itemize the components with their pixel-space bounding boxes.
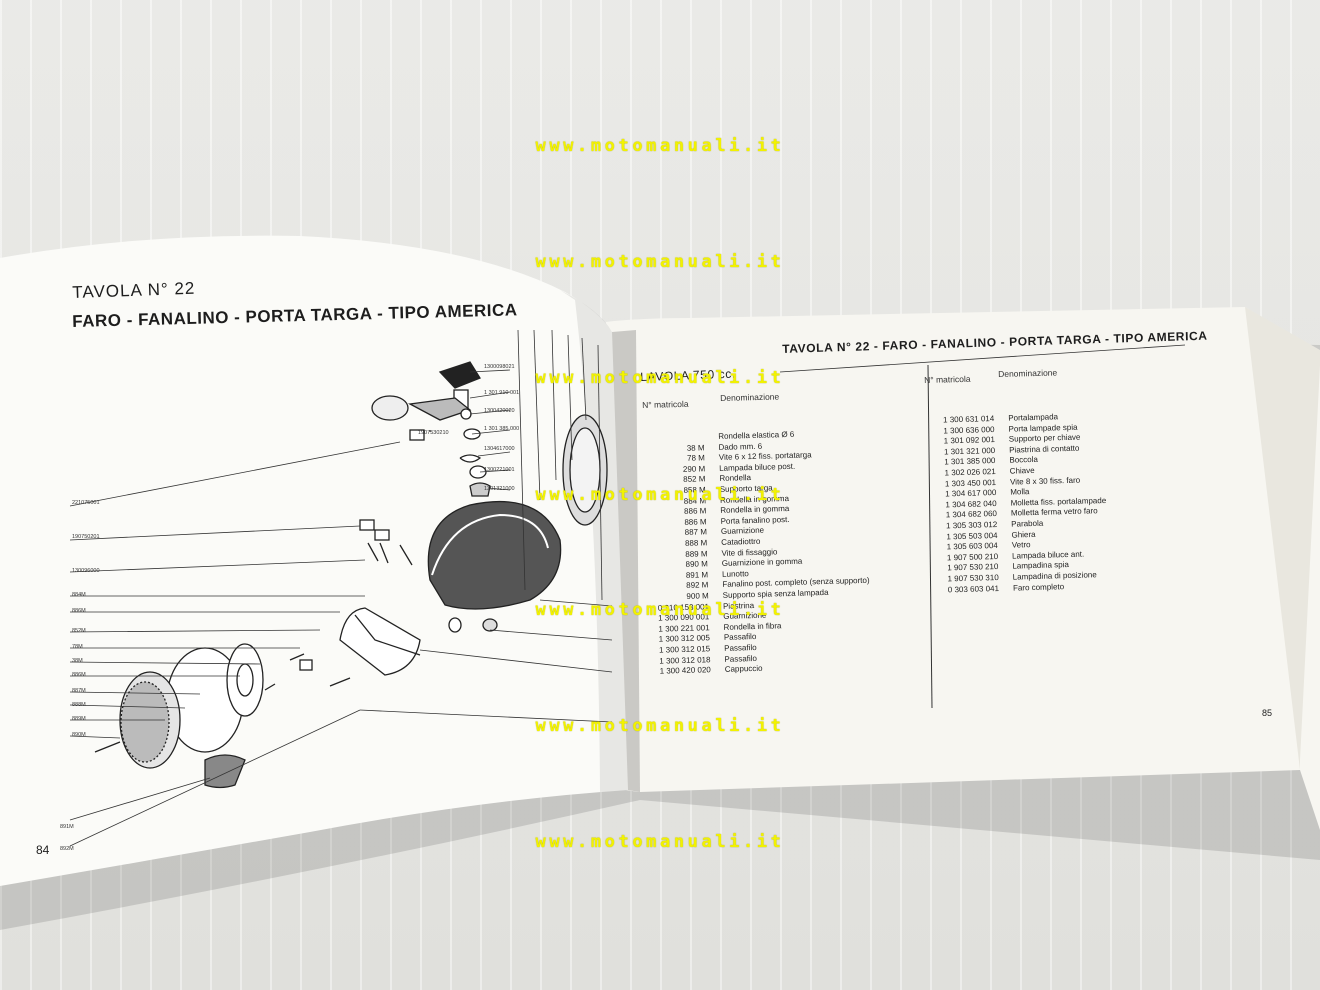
callout-label: 1304617000 <box>484 446 515 452</box>
callout-label: 190750201 <box>72 534 100 540</box>
watermark-7: www.motomanuali.it <box>535 832 785 852</box>
right-page-number: 85 <box>1262 708 1273 718</box>
watermark-4: www.motomanuali.it <box>535 485 785 505</box>
watermark-5: www.motomanuali.it <box>535 600 785 620</box>
callout-label: 890M <box>72 732 86 738</box>
callout-label: 1300221001 <box>484 467 515 473</box>
callout-label: 1907530210 <box>418 430 449 436</box>
right-page-sheet <box>606 307 1320 830</box>
callout-label: 891M <box>60 824 74 830</box>
parts-table-row: 0 303 603 041 Faro completo <box>929 576 1065 598</box>
callout-label: 892M <box>60 846 74 852</box>
callout-label: 888M <box>72 702 86 708</box>
callout-label: 884M <box>72 592 86 598</box>
callout-label: 1300098021 <box>484 364 515 370</box>
watermark-3: www.motomanuali.it <box>535 368 785 388</box>
callout-label: 886M <box>72 672 86 678</box>
part-description: Faro completo <box>1012 581 1065 593</box>
left-page-number: 84 <box>36 843 50 857</box>
callout-leader-lines <box>69 329 613 847</box>
callout-label: 886M <box>72 608 86 614</box>
watermark-2: www.motomanuali.it <box>535 252 785 272</box>
part-number: 0 303 603 041 <box>947 583 1000 594</box>
callout-label: 1 301 385 000 <box>484 426 520 432</box>
parts-table-row: 1 300 420 020 Cappuccio <box>651 658 763 679</box>
callout-label: 78M <box>72 644 83 650</box>
callout-label: 887M <box>72 688 86 694</box>
col-denominazione-left: Denominazione <box>720 391 780 403</box>
part-number: 1 300 420 020 <box>659 665 711 676</box>
watermark-1: www.motomanuali.it <box>535 136 785 156</box>
callout-label: 221075001 <box>72 500 100 506</box>
callout-label: 130096000 <box>72 568 100 574</box>
callout-label: 889M <box>72 716 86 722</box>
exploded-parts-diagram <box>94 361 608 789</box>
callout-label: 1301321000 <box>484 486 515 492</box>
part-description: Cappuccio <box>724 663 763 675</box>
callout-label: 852M <box>72 628 86 634</box>
callout-label: 38M <box>72 658 83 664</box>
watermark-6: www.motomanuali.it <box>535 716 785 736</box>
callout-label: 1 301 910 001 <box>484 390 520 396</box>
col-matricola-left: N° matricola <box>642 398 689 410</box>
callout-label: 1300420020 <box>484 408 515 414</box>
